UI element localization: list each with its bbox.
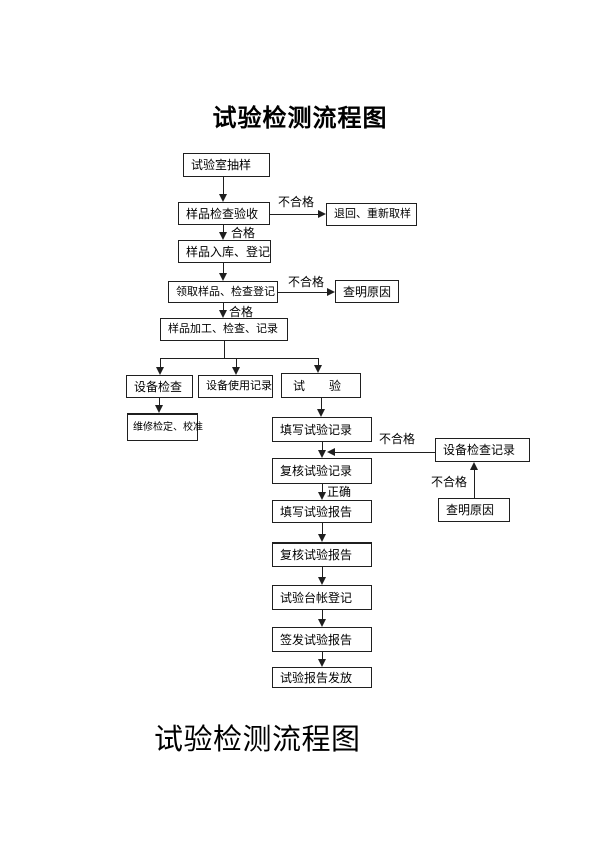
page-title: 试验检测流程图: [212, 106, 388, 132]
edge-equiprecord-feedback-line: [335, 452, 435, 453]
node-maintenance-calibration: 维修检定、校准: [127, 413, 203, 441]
arrow-down-icon: [232, 367, 240, 375]
footer-title: 试验检测流程图: [154, 724, 361, 756]
arrow-down-icon: [219, 273, 227, 281]
edge-branch-to-usage-line: [236, 358, 237, 368]
arrow-right-icon: [318, 210, 326, 218]
arrow-left-icon: [327, 448, 335, 456]
node-find-reason-2: 查明原因: [438, 498, 510, 522]
node-equipment-check-record: 设备检查记录: [435, 438, 530, 462]
edge-branch-to-test-line: [318, 358, 319, 366]
arrow-down-icon: [219, 232, 227, 240]
node-sample-inspection: 样品检查验收: [178, 202, 270, 225]
edge-test-to-fillrecord-line: [321, 398, 322, 410]
arrow-down-icon: [318, 659, 326, 667]
node-lab-sampling: 试验室抽样: [183, 153, 270, 177]
edge-label-pass: 合格: [229, 305, 254, 319]
edge-branch-to-equipcheck-line: [160, 358, 161, 368]
arrow-down-icon: [318, 619, 326, 627]
edge-sampling-to-inspection-line: [223, 177, 224, 195]
edge-processing-stem-line: [224, 341, 225, 358]
edge-equipcheck-to-maintenance-line: [159, 398, 160, 406]
edge-reason2-to-equiprecord-line: [474, 470, 475, 498]
arrow-down-icon: [318, 450, 326, 458]
arrow-down-icon: [156, 367, 164, 375]
node-fill-test-report: 填写试验报告: [272, 500, 372, 523]
edge-inspection-to-return-line: [270, 214, 318, 215]
node-issue-test-report: 签发试验报告: [272, 627, 372, 652]
arrow-down-icon: [318, 577, 326, 585]
arrow-down-icon: [219, 194, 227, 202]
edge-receive-to-processing-line: [223, 303, 224, 311]
arrow-down-icon: [219, 310, 227, 318]
edge-label-fail: 不合格: [278, 195, 315, 209]
arrow-up-icon: [470, 462, 478, 470]
node-equipment-check: 设备检查: [126, 375, 193, 398]
edge-label-fail: 不合格: [288, 275, 325, 289]
edge-label-correct: 正确: [327, 485, 352, 499]
edge-fillreport-to-reviewreport-line: [322, 523, 323, 535]
edge-label-fail: 不合格: [431, 475, 468, 489]
node-fill-test-record: 填写试验记录: [272, 417, 372, 442]
node-review-test-report: 复核试验报告: [272, 542, 372, 567]
arrow-down-icon: [318, 492, 326, 500]
node-find-reason-1: 查明原因: [335, 280, 399, 303]
arrow-down-icon: [318, 534, 326, 542]
node-return-resample: 退回、重新取样: [326, 203, 417, 226]
edge-label-pass: 合格: [231, 226, 256, 240]
node-test-ledger: 试验台帐登记: [272, 585, 372, 610]
edge-receive-to-reason1-line: [278, 292, 327, 293]
edge-label-fail: 不合格: [379, 432, 416, 446]
arrow-right-icon: [327, 288, 335, 296]
edge-reviewreport-to-ledger-line: [322, 567, 323, 578]
branch-bar-line: [160, 358, 318, 359]
edge-storage-to-receive-line: [223, 263, 224, 274]
edge-inspection-to-storage-line: [223, 225, 224, 233]
node-receive-sample: 领取样品、检查登记: [168, 281, 278, 303]
edge-ledger-to-issue-line: [322, 610, 323, 620]
node-report-distribution: 试验报告发放: [272, 667, 372, 688]
node-sample-processing: 样品加工、检查、记录: [160, 318, 288, 341]
node-equipment-usage-record: 设备使用记录: [198, 375, 273, 398]
edge-issue-to-distribution-line: [322, 652, 323, 660]
node-test: 试 验: [281, 373, 361, 398]
arrow-down-icon: [317, 409, 325, 417]
arrow-down-icon: [155, 405, 163, 413]
edge-fillrecord-to-review-line: [322, 442, 323, 451]
edge-review-to-fillreport-line: [322, 484, 323, 493]
node-review-test-record: 复核试验记录: [272, 458, 372, 484]
arrow-down-icon: [314, 365, 322, 373]
node-sample-storage: 样品入库、登记: [178, 240, 271, 263]
